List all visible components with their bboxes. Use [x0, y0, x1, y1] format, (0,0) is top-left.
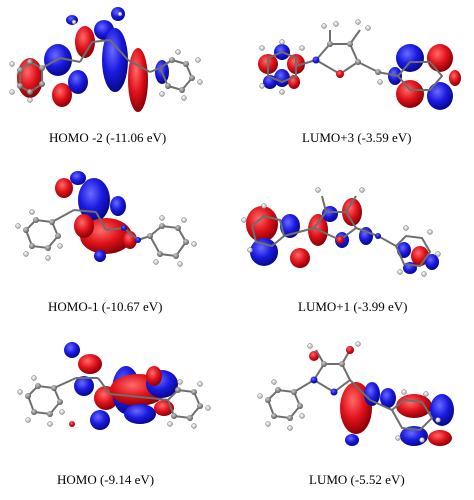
panel-homo-2: HOMO -2 (-11.06 eV) [9, 7, 203, 145]
caption-homo-1: HOMO-1 (-10.67 eV) [48, 299, 162, 314]
homo-1-molecule [15, 171, 197, 267]
caption-homo: HOMO (-9.14 eV) [57, 472, 154, 487]
caption-lumo+1: LUMO+1 (-3.99 eV) [298, 299, 408, 314]
caption-lumo: LUMO (-5.52 eV) [309, 472, 405, 487]
panel-lumo: LUMO (-5.52 eV) [257, 341, 454, 487]
panel-homo-1: HOMO-1 (-10.67 eV) [15, 171, 197, 314]
panel-lumo+1: LUMO+1 (-3.99 eV) [241, 187, 441, 314]
lumo+3-molecule [258, 19, 461, 110]
lumo-molecule [257, 341, 454, 446]
lumo+1-molecule [241, 187, 441, 277]
homo-2-molecule [9, 7, 203, 112]
caption-homo-2: HOMO -2 (-11.06 eV) [49, 130, 166, 145]
panel-lumo+3: LUMO+3 (-3.59 eV) [258, 19, 461, 145]
caption-lumo+3: LUMO+3 (-3.59 eV) [302, 130, 412, 145]
panel-homo: HOMO (-9.14 eV) [17, 342, 211, 487]
homo-molecule [17, 342, 211, 430]
